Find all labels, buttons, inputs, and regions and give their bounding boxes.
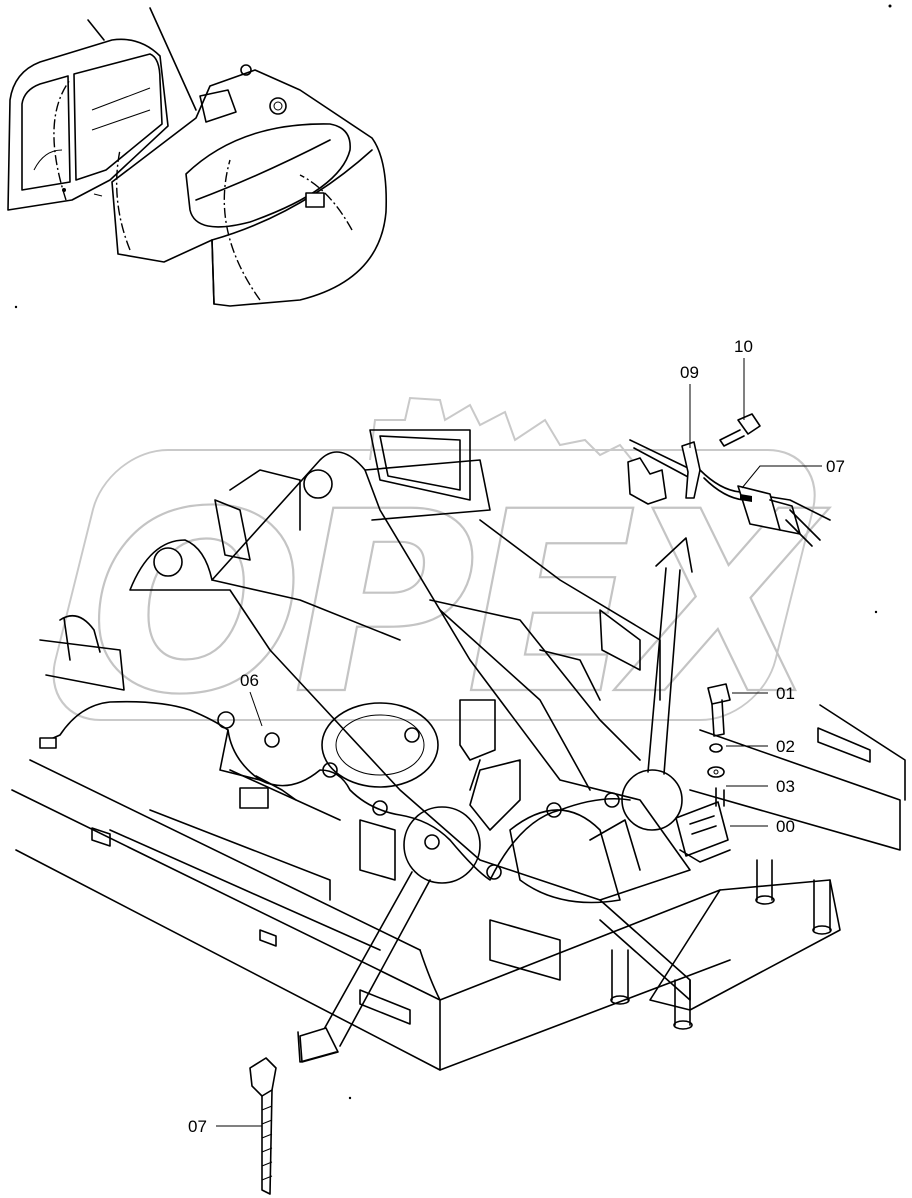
watermark-gear-icon [369, 396, 651, 501]
callout-00: 00 [776, 817, 795, 836]
callout-09: 09 [680, 363, 699, 382]
excavator-inset [7, 7, 388, 307]
detail-circle-switch [621, 769, 683, 831]
callout-06: 06 [240, 671, 259, 690]
arrow-to-bracket [647, 567, 681, 775]
callout-02: 02 [776, 737, 795, 756]
detail-circle-clamp [403, 806, 481, 884]
callout-10: 10 [734, 337, 753, 356]
callout-labels: 10 09 07 06 01 02 03 00 07 [188, 337, 845, 1136]
callout-07-top: 07 [826, 457, 845, 476]
bolt-icon [707, 683, 731, 705]
callout-01: 01 [776, 684, 795, 703]
watermark-frame [52, 449, 816, 721]
flat-washer-icon [707, 766, 725, 778]
cable-tie-icon [249, 1057, 277, 1195]
screw-icon [737, 413, 761, 435]
switch-assembly [675, 683, 731, 863]
undercarriage-frame [11, 429, 906, 1071]
callout-07-bottom: 07 [188, 1117, 207, 1136]
arrow-to-cable-tie [317, 871, 431, 1047]
harness-connector [39, 737, 57, 749]
detail-arrows [297, 537, 693, 1063]
clamp-icons [217, 711, 620, 880]
wire-harness [39, 700, 683, 884]
bracket-detail [627, 413, 831, 547]
spring-washer-icon [709, 743, 723, 753]
callout-03: 03 [776, 777, 795, 796]
leader-lines [216, 358, 822, 1127]
